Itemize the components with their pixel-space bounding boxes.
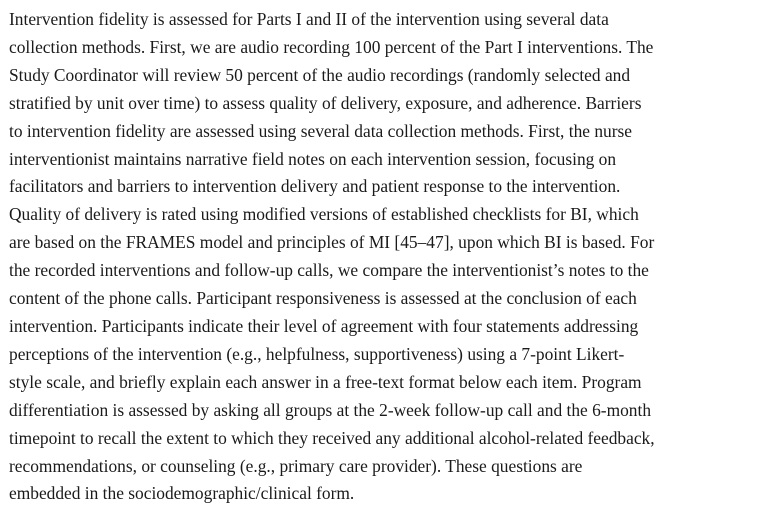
text-line: intervention. Participants indicate thei… [9,315,639,336]
text-line: Study Coordinator will review 50 percent… [9,64,631,85]
text-line: collection methods. First, we are audio … [9,36,654,57]
text-line: differentiation is assessed by asking al… [9,399,652,420]
text-line: recommendations, or counseling (e.g., pr… [9,455,583,476]
text-line: are based on the FRAMES model and princi… [9,232,655,253]
text-line: embedded in the sociodemographic/clinica… [9,483,355,504]
text-line: interventionist maintains narrative fiel… [9,148,617,169]
text-line: to intervention fidelity are assessed us… [9,120,633,141]
document-paragraph: Intervention fidelity is assessed for Pa… [9,6,761,508]
text-line: the recorded interventions and follow-up… [9,260,649,281]
text-line: Quality of delivery is rated using modif… [9,204,639,225]
text-line: style scale, and briefly explain each an… [9,371,642,392]
text-line: facilitators and barriers to interventio… [9,176,621,197]
text-line: Intervention fidelity is assessed for Pa… [9,9,609,29]
text-line: timepoint to recall the extent to which … [9,427,655,448]
text-line: perceptions of the intervention (e.g., h… [9,343,625,364]
text-line: stratified by unit over time) to assess … [9,92,642,113]
text-line: content of the phone calls. Participant … [9,288,637,309]
